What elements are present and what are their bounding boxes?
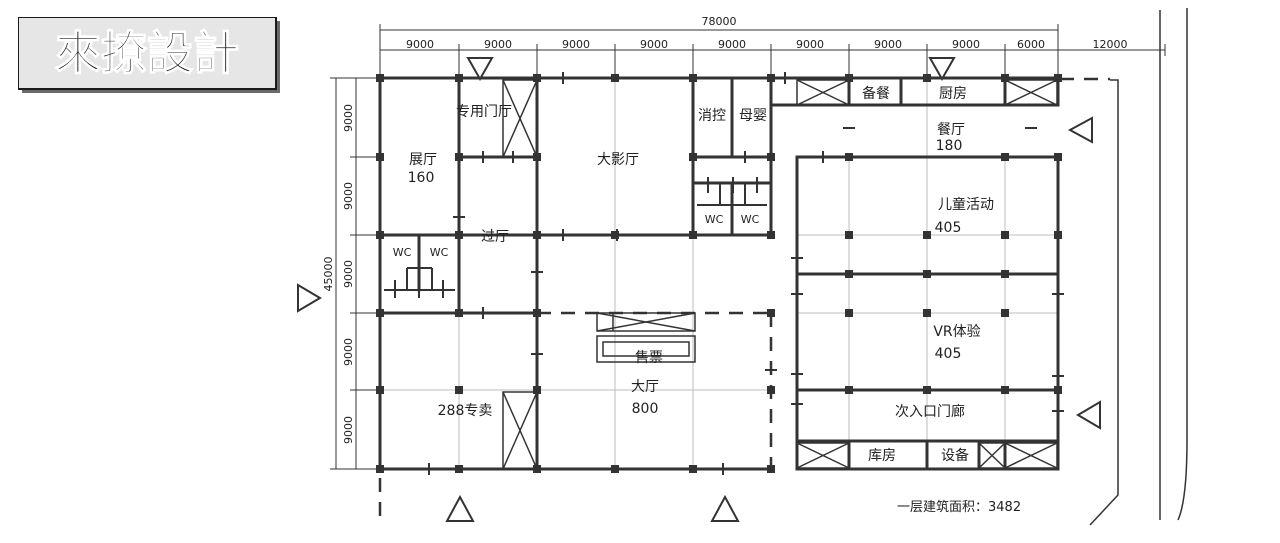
door-ticks [384,72,1064,475]
dim-span: 9000 [342,338,355,366]
dim-span: 9000 [342,182,355,210]
dim-span: 9000 [342,260,355,288]
room-restaurant-area: 180 [936,138,963,154]
room-kitchen: 厨房 [939,86,967,102]
dim-span: 6000 [1017,38,1045,51]
room-wc: WC [705,213,724,226]
room-secondary-entrance: 次入口门廊 [895,403,965,420]
room-transit-hall: 过厅 [481,229,509,245]
dim-span: 9000 [874,38,902,51]
room-mother-baby: 母婴 [739,108,767,124]
logo-text: 來撩設計 [55,26,239,80]
dim-span: 9000 [718,38,746,51]
columns [376,74,1062,473]
room-lobby-area: 800 [632,401,659,417]
dim-span: 9000 [342,416,355,444]
dim-span: 9000 [342,104,355,132]
dimension-lines [330,24,1166,470]
logo-graphic: 來撩設計 [17,16,280,93]
room-kids-activity-area: 405 [935,220,962,236]
dim-span: 9000 [796,38,824,51]
room-wc: WC [430,246,449,259]
room-exhibition-hall-area: 160 [408,170,435,186]
logo: 來撩設計 [17,16,280,93]
dim-span: 9000 [406,38,434,51]
floor-area-label: 一层建筑面积：3482 [897,499,1021,515]
dim-right-offset: 12000 [1093,38,1128,51]
room-private-door-hall: 专用门厅 [456,104,512,120]
dashed-outline [378,77,1110,520]
room-shop-288: 288专卖 [438,403,493,419]
room-prep-meal: 备餐 [862,85,890,102]
room-exhibition-hall: 展厅 [409,152,437,168]
stair-symbols [502,79,1058,470]
room-lobby: 大厅 [631,379,659,395]
wc-labels: WC WC WC WC [393,213,760,259]
dim-span: 9000 [952,38,980,51]
room-equipment: 设备 [941,447,969,464]
dim-span: 9000 [640,38,668,51]
dimension-labels: 78000 9000 9000 9000 9000 9000 9000 9000… [322,15,1128,444]
room-vr-experience: VR体验 [933,324,980,340]
room-big-screen-hall: 大影厅 [597,152,639,168]
dim-overall-width: 78000 [702,15,737,28]
dim-span: 9000 [484,38,512,51]
room-labels: 展厅 160 专用门厅 大影厅 消控 母婴 备餐 厨房 餐厅 180 儿童活动 … [408,85,994,464]
road-lines [1089,8,1188,526]
room-wc: WC [741,213,760,226]
room-vr-experience-area: 405 [935,346,962,362]
entrance-markers [297,57,1101,522]
dim-overall-height: 45000 [322,257,335,292]
room-storage: 库房 [868,448,896,464]
room-kids-activity: 儿童活动 [938,196,994,213]
room-restaurant: 餐厅 [937,122,965,138]
room-ticketing: 售票 [635,350,663,366]
dim-span: 9000 [562,38,590,51]
room-fire-control: 消控 [698,108,726,124]
room-wc: WC [393,246,412,259]
